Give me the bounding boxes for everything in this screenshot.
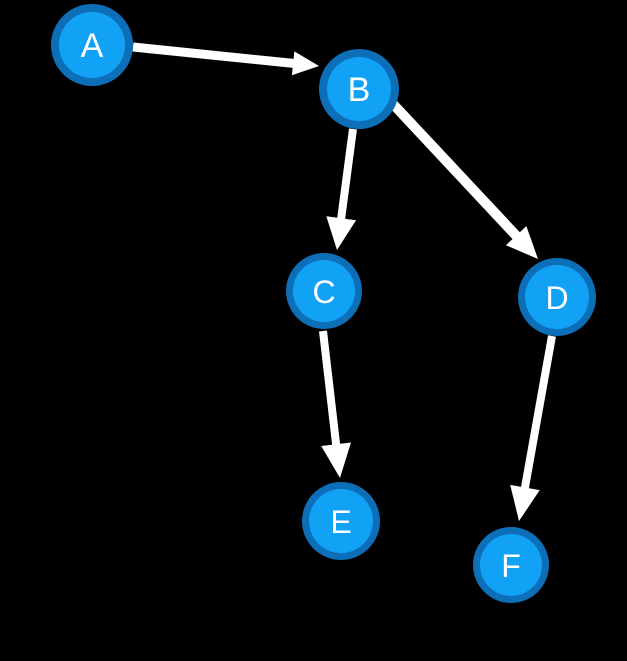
arrowhead-icon	[291, 51, 319, 76]
graph-edge	[132, 42, 319, 76]
graph-edge	[326, 128, 357, 250]
edge-line	[389, 100, 523, 242]
node-body	[293, 260, 355, 322]
graph-node-e[interactable]: E	[302, 482, 380, 560]
edge-line	[520, 335, 556, 493]
graph-edge	[389, 100, 538, 259]
edges-layer	[132, 42, 556, 521]
arrowhead-icon	[326, 216, 357, 250]
node-body	[59, 12, 125, 78]
node-body	[327, 57, 391, 121]
graph-node-d[interactable]: D	[518, 258, 596, 336]
graph-node-f[interactable]: F	[473, 527, 549, 603]
node-body	[480, 534, 542, 596]
graph-edge	[319, 330, 351, 478]
arrowhead-icon	[321, 442, 351, 478]
edge-line	[319, 330, 341, 449]
node-body	[525, 265, 589, 329]
node-body	[309, 489, 373, 553]
edge-line	[132, 42, 298, 69]
edge-line	[336, 128, 357, 223]
graph-edge	[510, 335, 556, 521]
graph-node-a[interactable]: A	[51, 4, 133, 86]
graph-node-b[interactable]: B	[319, 49, 399, 129]
arrowhead-icon	[510, 484, 540, 521]
graph-node-c[interactable]: C	[286, 253, 362, 329]
arrowhead-icon	[505, 226, 538, 259]
